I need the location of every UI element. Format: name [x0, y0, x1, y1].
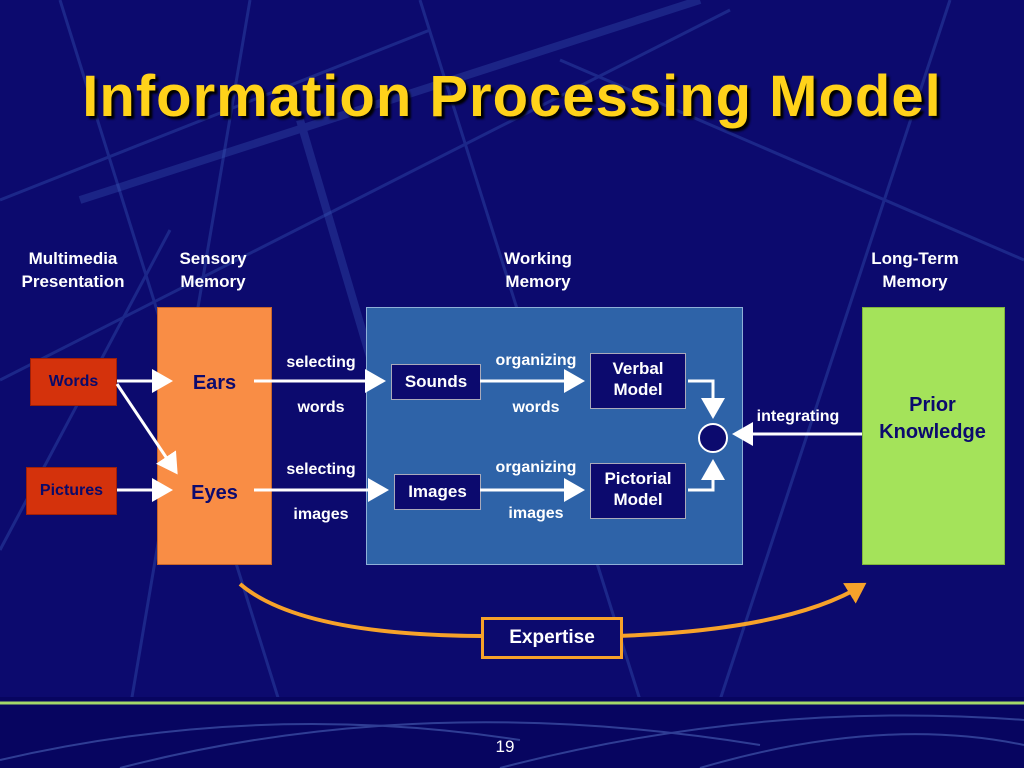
header-long-term-memory: Long-Term Memory: [855, 247, 975, 293]
arrow-words-to-eyes: [115, 383, 178, 475]
long-term-memory-panel: [862, 307, 1005, 565]
verbal-model-line: Model: [613, 380, 663, 399]
header-line: Presentation: [21, 272, 125, 291]
prior-knowledge-label: Prior Knowledge: [862, 392, 1003, 446]
arrow-verbal-to-integration: [688, 379, 725, 419]
integrating-label: integrating: [756, 408, 840, 425]
ears-label: Ears: [192, 372, 237, 394]
words-box: Words: [30, 358, 117, 406]
header-multimedia-presentation: Multimedia Presentation: [8, 247, 138, 293]
pictorial-model-line: Model: [613, 490, 663, 509]
organizing-images-bottom: images: [508, 505, 564, 522]
header-line: Working: [504, 249, 572, 268]
header-working-memory: Working Memory: [478, 247, 598, 293]
selecting-words-bottom: words: [297, 399, 345, 416]
expertise-box: Expertise: [481, 617, 623, 659]
organizing-words-top: organizing: [495, 352, 577, 369]
pictures-box: Pictures: [26, 467, 117, 515]
selecting-words-top: selecting: [286, 354, 356, 371]
header-line: Sensory: [179, 249, 247, 268]
arrow-pictorial-to-integration: [688, 459, 725, 492]
sensory-memory-panel: [157, 307, 272, 565]
organizing-images-top: organizing: [495, 459, 577, 476]
header-line: Memory: [882, 272, 948, 291]
integration-node: [698, 423, 728, 453]
header-line: Multimedia: [28, 249, 118, 268]
slide-number: 19: [495, 737, 515, 756]
prior-knowledge-line: Knowledge: [879, 421, 986, 443]
header-line: Memory: [180, 272, 246, 291]
selecting-images-bottom: images: [293, 506, 349, 523]
prior-knowledge-line: Prior: [909, 394, 956, 416]
pictorial-model-box: Pictorial Model: [590, 463, 686, 519]
header-sensory-memory: Sensory Memory: [153, 247, 273, 293]
sounds-box: Sounds: [391, 364, 481, 400]
verbal-model-box: Verbal Model: [590, 353, 686, 409]
header-line: Long-Term: [871, 249, 959, 268]
pictorial-model-line: Pictorial: [604, 469, 672, 488]
organizing-words-bottom: words: [512, 399, 560, 416]
selecting-images-top: selecting: [286, 461, 356, 478]
slide-title: Information Processing Model: [82, 64, 942, 129]
images-box: Images: [394, 474, 481, 510]
verbal-model-line: Verbal: [612, 359, 664, 378]
working-memory-panel: [366, 307, 743, 565]
eyes-label: Eyes: [191, 482, 238, 504]
header-line: Memory: [505, 272, 571, 291]
